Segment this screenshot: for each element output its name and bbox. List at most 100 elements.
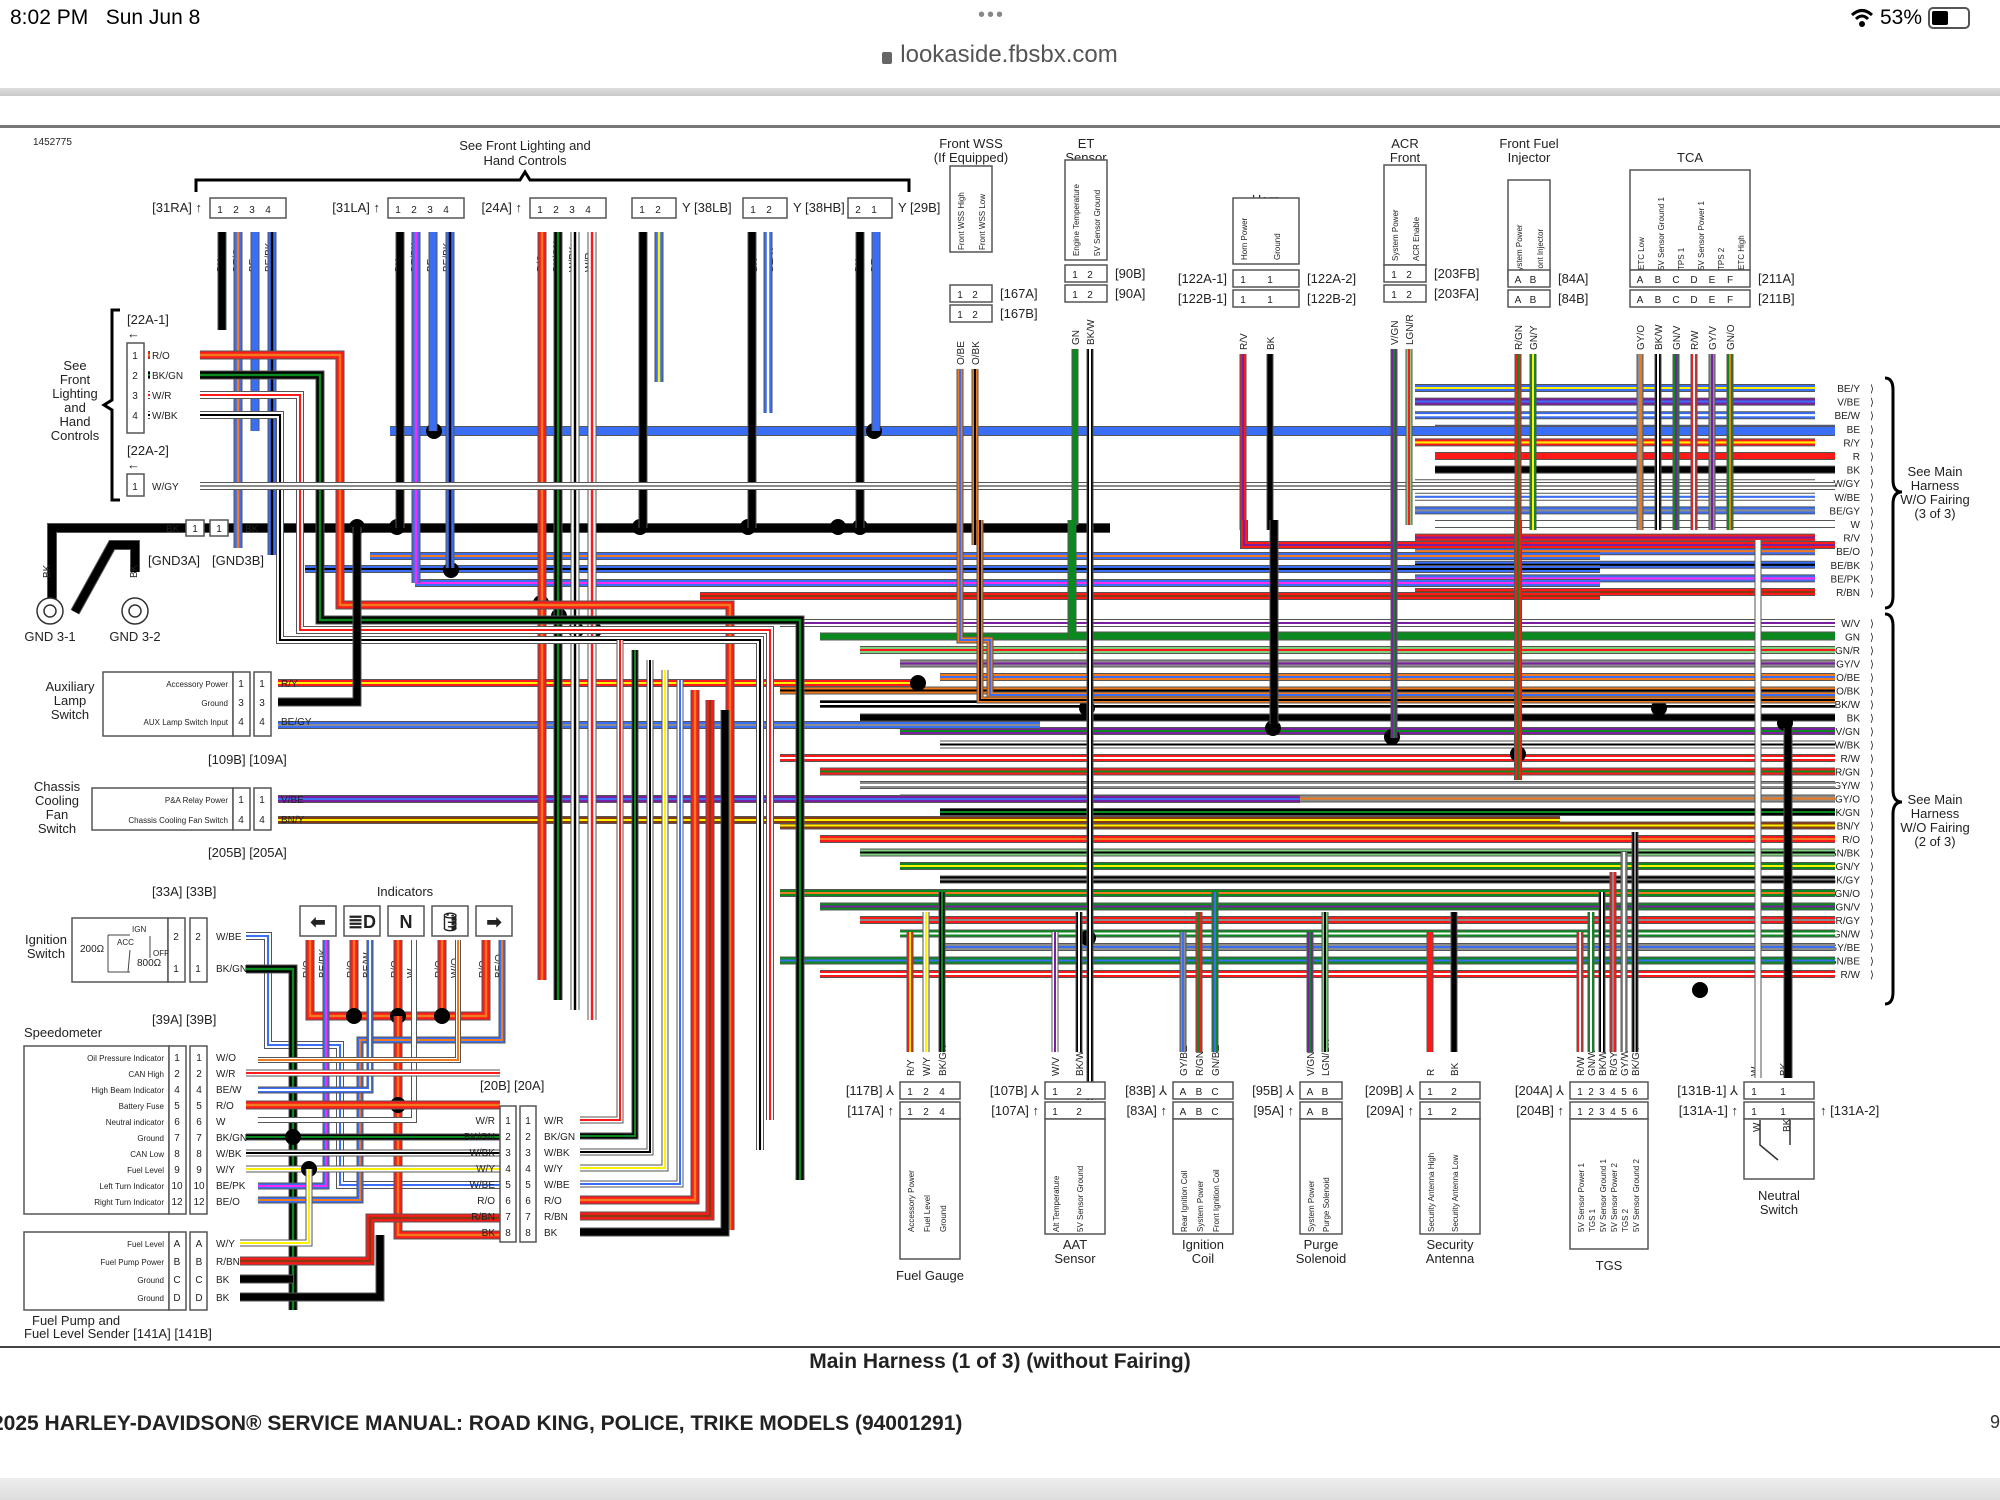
pin-number: C [1672, 295, 1679, 306]
pin-number: 1 [525, 1116, 531, 1127]
wire-label: W/R [544, 1116, 563, 1127]
toolbar-separator [0, 88, 2000, 96]
pin-number: 1 [1751, 1087, 1757, 1098]
wire-label: BE/W [216, 1085, 242, 1096]
top-component-front-name: (If Equipped) [934, 150, 1008, 165]
pin-number: 4 [132, 411, 138, 422]
splice-dot [285, 1129, 301, 1145]
bundle2-wire-label: BK/GY [1829, 876, 1860, 887]
wire-label: BK/GY [1631, 1045, 1642, 1076]
pin-number: 8 [174, 1149, 180, 1160]
url-bar[interactable]: lookaside.fbsbx.com [0, 38, 2000, 88]
pin-number: A [1307, 1107, 1314, 1118]
pin-number: 5 [1621, 1107, 1627, 1118]
wire-terminator-icon: ⟩ [1870, 384, 1874, 395]
pin-number: 2 [655, 205, 661, 216]
pin-number: 1 [1240, 295, 1246, 306]
status-time: 8:02 PM Sun Jun 8 [10, 6, 201, 29]
pin-number: 2 [1451, 1087, 1457, 1098]
bundle3-wire-label: BE/Y [1837, 384, 1860, 395]
top-component-et-conn-upper [1064, 264, 1108, 283]
pin-number: 1 [1072, 270, 1078, 281]
pin-number: 2 [1087, 290, 1093, 301]
wire-label: R/V [1239, 333, 1250, 350]
bundle2-label-3: W/O Fairing [1900, 820, 1969, 835]
wifi-icon [1850, 9, 1873, 27]
top-component-et-conn-lower [1064, 284, 1108, 303]
connector-upper: [203FB] [1434, 266, 1480, 281]
pin-number: 2 [766, 205, 772, 216]
func-label: ETC High [1737, 235, 1746, 270]
wire-label: W/Y [216, 1239, 235, 1250]
pin-number: 2 [553, 205, 559, 216]
top-component-front-conn-lower [1507, 289, 1551, 308]
wire-w-o [258, 940, 461, 1063]
top-component-et-name: ET [1078, 136, 1095, 151]
pin-number: 4 [505, 1164, 511, 1175]
wire-label: BK [1782, 1118, 1793, 1132]
func-label: Accessory Power [907, 1170, 916, 1232]
fan-name-3: Fan [46, 807, 68, 822]
left-see-label-6: Controls [51, 428, 100, 443]
func-label: Front Injector [1536, 229, 1545, 276]
bottom-component-tgs-name: TGS [1596, 1258, 1623, 1273]
wire-label: BK [216, 1275, 230, 1286]
pin-number: 1 [1427, 1087, 1433, 1098]
pin-number: 6 [505, 1196, 511, 1207]
bundle2-wire-label: W/BK [1834, 741, 1860, 752]
connector-lower: [117A] ↑ [847, 1103, 894, 1118]
splice-dot [434, 1008, 450, 1024]
splice-dot [1692, 982, 1708, 998]
func-label: 5V Sensor Ground 2 [1632, 1159, 1641, 1232]
func-label: System Power [1391, 209, 1400, 261]
bundle3-wire-label: BE/W [1834, 411, 1860, 422]
pin-number: 4 [1610, 1087, 1616, 1098]
func-label: Front Ignition Coil [1212, 1169, 1221, 1232]
aux-lamp-body [102, 671, 234, 737]
pin-number: A [196, 1239, 203, 1250]
pin-number: 7 [196, 1133, 202, 1144]
pin-number: 8 [525, 1228, 531, 1239]
func-label: TPS 2 [1717, 247, 1726, 270]
wire-label: W/BK [544, 1148, 570, 1159]
connector-arrow-icon: ← [127, 326, 140, 341]
pin-number: 9 [196, 1165, 202, 1176]
wire-be-o [258, 940, 506, 1204]
left-see-label-4: and [64, 400, 86, 415]
fuel-pump-mate [189, 1231, 208, 1311]
pin-number: 2 [1406, 290, 1412, 301]
wire-terminator-icon: ⟩ [1870, 768, 1874, 779]
wire-label: BK/W [1075, 1050, 1086, 1076]
bundle2-wire-label: GN/O [1834, 889, 1860, 900]
bundle3-bracket [1884, 376, 1903, 610]
wire-w-bk [200, 411, 764, 1150]
top-component-acr-name: ACR [1391, 136, 1418, 151]
pin-number: B [174, 1257, 181, 1268]
func-label: ETC Low [1637, 237, 1646, 270]
multitask-dots-icon[interactable]: ••• [978, 4, 1006, 26]
pin-number: A [1515, 275, 1522, 286]
ignition-mate [189, 917, 208, 983]
pin-number: C [173, 1275, 180, 1286]
pin-number: 2 [411, 205, 417, 216]
splice-dot [910, 675, 926, 691]
high-beam-icon: ≣D [348, 912, 376, 932]
pin-number: 3 [259, 698, 265, 709]
connector-22a-2: [22A-2] [127, 443, 169, 458]
pin-number: 4 [196, 1085, 202, 1096]
pin-number: 2 [1406, 270, 1412, 281]
battery-icon [1928, 7, 1970, 29]
bundle2-wire-label: GY/O [1835, 795, 1860, 806]
pin-number: 12 [171, 1197, 183, 1208]
top-component-tca-conn-upper [1629, 269, 1751, 288]
left-see-label-1: See [63, 358, 86, 373]
wire-terminator-icon: ⟩ [1870, 781, 1874, 792]
bundle3-wire-label: BK [1847, 466, 1861, 477]
wire-r-o [393, 1016, 500, 1240]
wire-label: GN/V [1672, 325, 1683, 350]
func-label: Ground [1273, 233, 1282, 260]
connector-body [847, 197, 893, 219]
pin-number: 1 [907, 1087, 913, 1098]
top-component-front-name: Front WSS [939, 136, 1003, 151]
manual-footer: 2025 HARLEY-DAVIDSON® SERVICE MANUAL: RO… [0, 1412, 963, 1435]
